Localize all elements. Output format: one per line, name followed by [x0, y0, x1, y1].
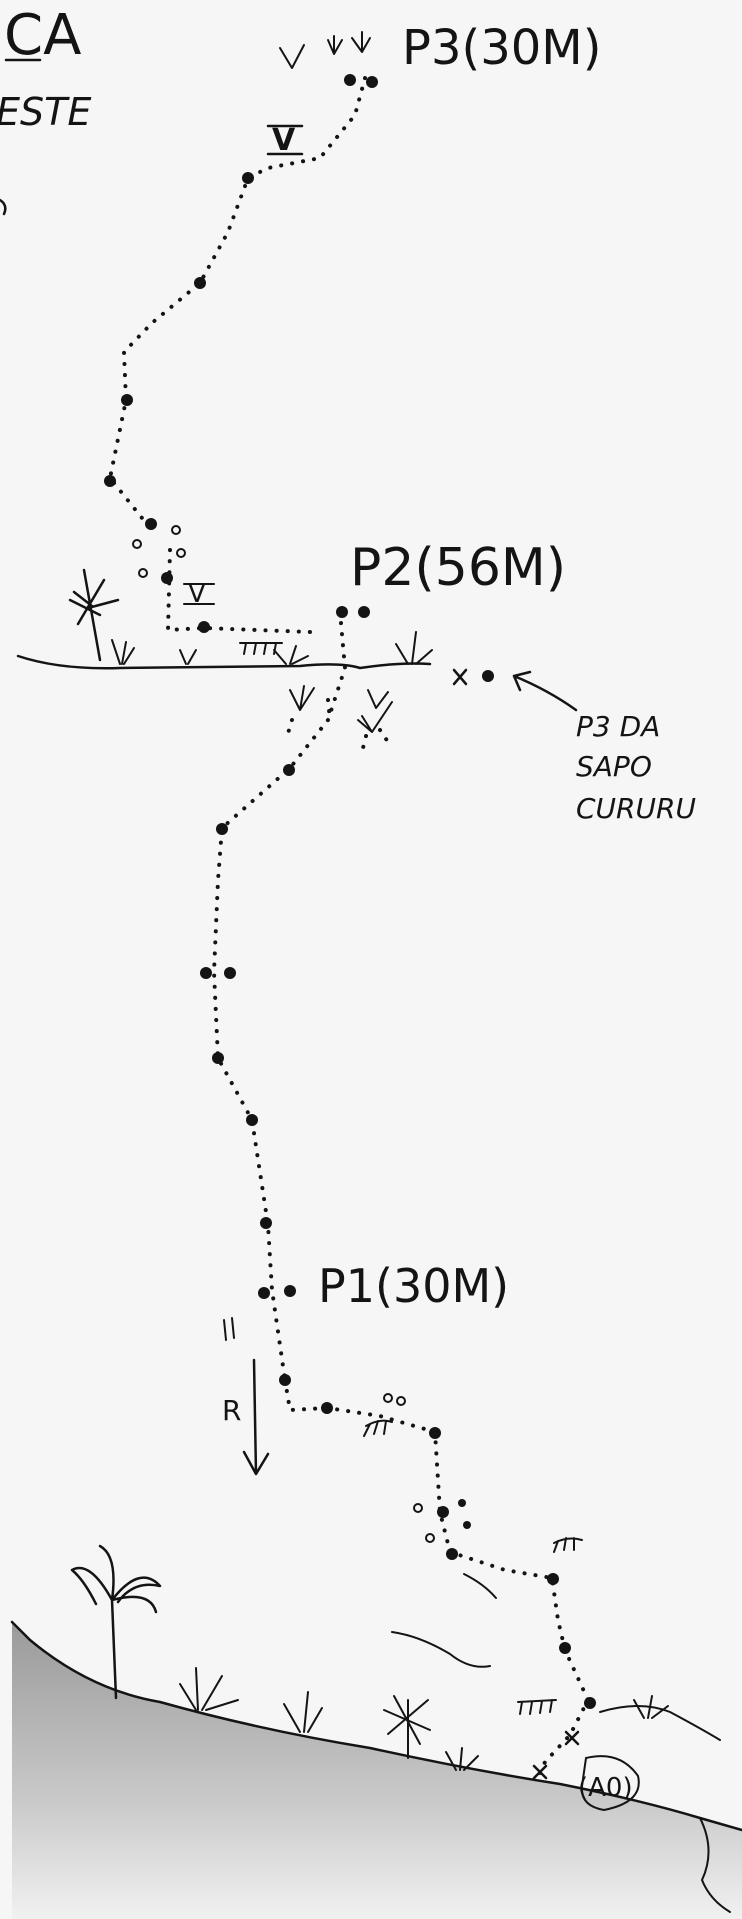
start-marks	[532, 1730, 640, 1811]
bolt-sapo	[482, 670, 494, 682]
holds	[132, 525, 471, 1543]
stray-mark	[0, 198, 7, 216]
hold	[463, 1521, 471, 1529]
bolt	[161, 572, 173, 584]
rappel-label: R	[222, 1394, 241, 1427]
bolt	[429, 1427, 441, 1439]
cross-icon	[532, 1764, 548, 1780]
bolt-p2-a	[336, 606, 348, 618]
hold	[425, 1533, 435, 1543]
grass-icon	[273, 645, 309, 665]
bolts	[104, 74, 596, 1709]
label-p3: P3(30M)	[402, 20, 601, 76]
bolt	[104, 475, 116, 487]
title-fragment: CA	[4, 3, 81, 68]
grade-mid-traverse: V	[188, 579, 206, 609]
spiky-plant-icon	[383, 1695, 431, 1759]
bolt	[446, 1548, 458, 1560]
hold	[458, 1499, 466, 1507]
sapo-cururu-link	[452, 668, 578, 712]
bolt	[121, 394, 133, 406]
label-p2: P2(56M)	[350, 538, 566, 598]
route-line-upper	[107, 76, 367, 530]
bolt-p1-a	[258, 1287, 270, 1299]
label-start: (A0)	[578, 1773, 633, 1803]
subtitle-fragment: ESTE	[0, 90, 91, 134]
bolt	[547, 1573, 559, 1585]
bolt	[200, 967, 212, 979]
rappel-arrow	[223, 1317, 270, 1476]
bolt	[437, 1506, 449, 1518]
route-line-mid-traverse	[165, 548, 348, 1382]
grass-icon	[445, 1747, 479, 1771]
base-vegetation	[70, 1544, 669, 1771]
hold	[396, 1396, 406, 1406]
bolt-p1-b	[284, 1285, 296, 1297]
bolt	[198, 621, 210, 633]
label-sapo-1: P3 DA	[576, 710, 660, 743]
ledge	[16, 654, 432, 670]
ledge-vegetation	[68, 568, 433, 665]
bolt	[279, 1374, 291, 1386]
palm-icon	[68, 568, 120, 662]
hold	[138, 568, 148, 578]
bolt	[194, 277, 206, 289]
grass-icon	[111, 639, 135, 665]
grass-icon	[633, 1695, 669, 1719]
grade-top-pitch: V	[272, 123, 296, 158]
bolt-p2-b	[358, 606, 370, 618]
grass-icon	[179, 649, 197, 665]
hold	[383, 1393, 393, 1403]
bolt	[283, 764, 295, 776]
palm-tree-icon	[70, 1544, 162, 1700]
descent-arrows-mid	[284, 685, 393, 754]
hold	[413, 1503, 423, 1513]
bolt	[216, 823, 228, 835]
bolt	[559, 1642, 571, 1654]
grass-icon	[395, 631, 433, 665]
hold	[176, 548, 186, 558]
bolt-p3-a	[344, 74, 356, 86]
cross-icon	[564, 1730, 580, 1746]
bolt	[224, 967, 236, 979]
label-sapo-3: CURURU	[576, 792, 696, 825]
hold	[171, 525, 181, 535]
bolt	[145, 518, 157, 530]
rock-features	[391, 1573, 721, 1741]
start-ellipse	[580, 1755, 640, 1811]
plant-icon	[179, 1667, 239, 1711]
hold	[132, 539, 142, 549]
bolt	[242, 172, 254, 184]
label-sapo-2: SAPO	[576, 750, 652, 783]
descent-arrows-top	[279, 31, 371, 69]
overhang-marks	[239, 642, 583, 1715]
bolt	[321, 1402, 333, 1414]
label-p1: P1(30M)	[318, 1259, 509, 1313]
bolt	[584, 1697, 596, 1709]
pointer-arrow-icon	[512, 670, 578, 712]
cross-icon	[452, 668, 468, 686]
bolt	[212, 1052, 224, 1064]
bolt	[260, 1217, 272, 1229]
bolt	[246, 1114, 258, 1126]
route-line-lower	[283, 1378, 591, 1797]
plant-icon	[283, 1691, 323, 1733]
bolt-p3-b	[366, 76, 378, 88]
